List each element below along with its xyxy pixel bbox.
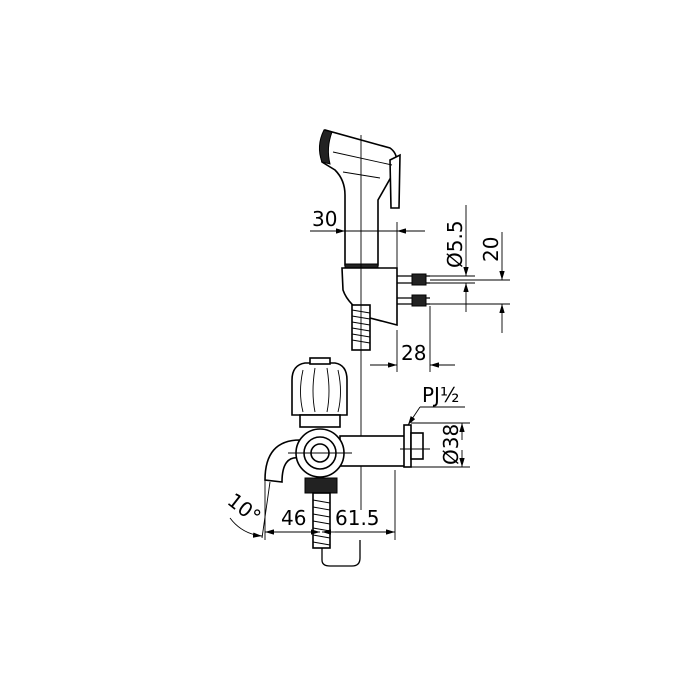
stop-valve — [264, 357, 430, 567]
dim-20: 20 — [430, 232, 510, 333]
thread-label: PJ½ — [422, 383, 459, 407]
flange-diameter-label: Ø38 — [439, 424, 463, 465]
dim-28-label: 28 — [401, 341, 426, 365]
hand-spray — [318, 129, 401, 269]
dim-flange-diameter: Ø38 — [411, 422, 470, 468]
spout-angle-label: 10° — [223, 488, 266, 529]
dim-screw-diameter-label: Ø5.5 — [443, 220, 467, 268]
valve-depth-label: 61.5 — [335, 506, 380, 530]
dim-20-label: 20 — [479, 237, 503, 262]
dim-30: 30 — [310, 207, 425, 268]
dim-30-label: 30 — [312, 207, 337, 231]
dim-thread: PJ½ — [407, 383, 465, 426]
dim-screw-diameter: Ø5.5 — [430, 205, 475, 312]
spout-reach-label: 46 — [281, 506, 306, 530]
holder-bracket — [341, 267, 430, 351]
wall-screws — [397, 273, 430, 307]
dim-28: 28 — [370, 306, 455, 372]
